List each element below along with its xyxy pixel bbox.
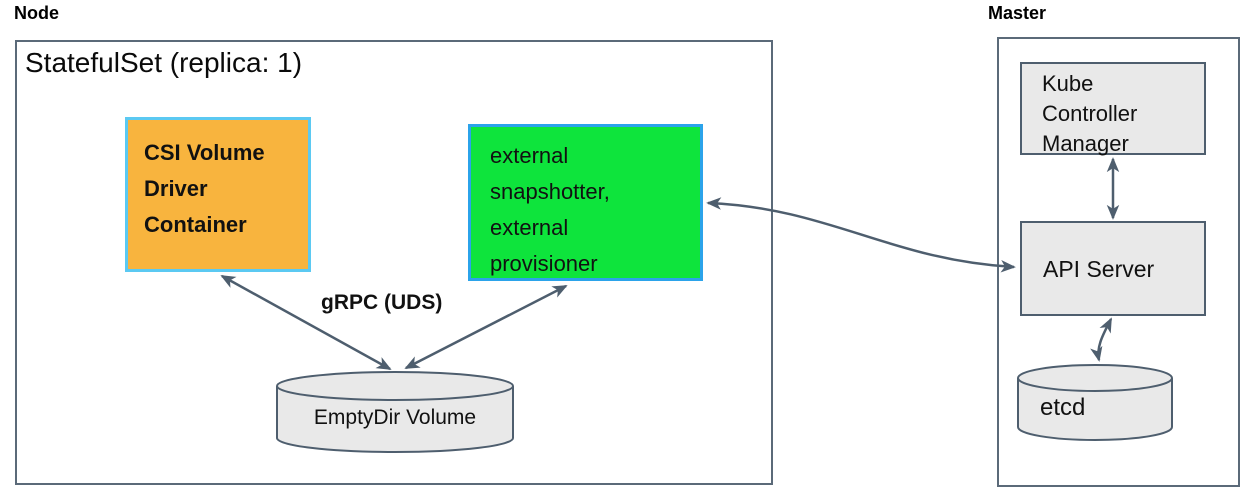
csi-box-line: CSI Volume <box>144 140 265 165</box>
csi-box-line: Container <box>144 212 247 237</box>
api-server-box: API Server <box>1020 221 1206 316</box>
api-server-label: API Server <box>1043 255 1155 282</box>
kcm-box-line: Manager <box>1042 131 1129 156</box>
statefulset-title: StatefulSet (replica: 1) <box>25 47 303 78</box>
kcm-box-line: Controller <box>1042 101 1138 126</box>
node-zone-label: Node <box>14 3 59 23</box>
csi-box-line: Driver <box>144 176 208 201</box>
emptydir-volume-label: EmptyDir Volume <box>313 406 477 429</box>
csi-volume-driver-container-box: CSI Volume Driver Container <box>125 117 311 272</box>
etcd-label: etcd <box>1040 394 1086 421</box>
sidecar-box-line: provisioner <box>490 251 598 276</box>
sidecar-box-line: snapshotter, <box>490 179 610 204</box>
kube-controller-manager-box: Kube Controller Manager <box>1020 62 1206 156</box>
external-sidecars-box: external snapshotter, external provision… <box>468 124 703 281</box>
grpc-uds-arrow-label: gRPC (UDS) <box>321 291 443 314</box>
master-zone-label: Master <box>988 3 1047 23</box>
kcm-box-line: Kube <box>1042 71 1094 96</box>
sidecar-box-line: external <box>490 215 569 240</box>
sidecar-box-line: external <box>490 143 569 168</box>
